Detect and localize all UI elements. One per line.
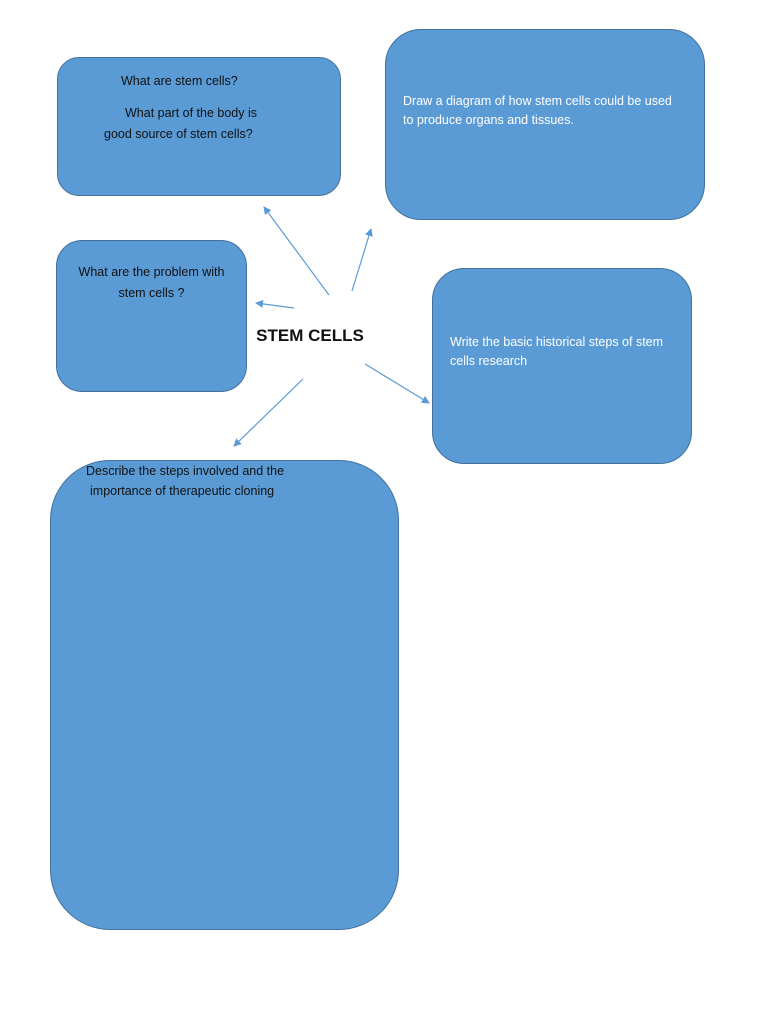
arrow-to-stem-definition	[263, 206, 330, 296]
arrow-to-history	[364, 363, 430, 404]
history-box: Write the basic historical steps of stem…	[432, 268, 692, 464]
cloning-line-2: importance of therapeutic cloning	[90, 484, 275, 498]
history-line-2: cells research	[450, 354, 528, 368]
arrow-to-cloning	[233, 378, 304, 447]
stem-definition-line-1: What are stem cells?	[121, 74, 238, 88]
cloning-box: Describe the steps involved and the impo…	[50, 460, 399, 930]
problems-line-2: stem cells ?	[118, 286, 185, 300]
problems-box: What are the problem with stem cells ?	[56, 240, 247, 392]
arrow-to-organs	[351, 228, 373, 292]
organs-box: Draw a diagram of how stem cells could b…	[385, 29, 705, 220]
history-line-1: Write the basic historical steps of stem	[450, 335, 664, 349]
cloning-line-1: Describe the steps involved and the	[86, 464, 285, 478]
arrow-to-problems	[255, 299, 295, 309]
stem-definition-box: What are stem cells? What part of the bo…	[57, 57, 341, 196]
stem-definition-line-2: What part of the body is	[125, 106, 258, 120]
problems-line-1: What are the problem with	[78, 265, 225, 279]
organs-line-2: to produce organs and tissues.	[403, 113, 574, 127]
stem-definition-line-3: good source of stem cells?	[104, 127, 253, 141]
organs-line-1: Draw a diagram of how stem cells could b…	[403, 94, 672, 108]
central-topic-title: STEM CELLS	[256, 326, 364, 345]
